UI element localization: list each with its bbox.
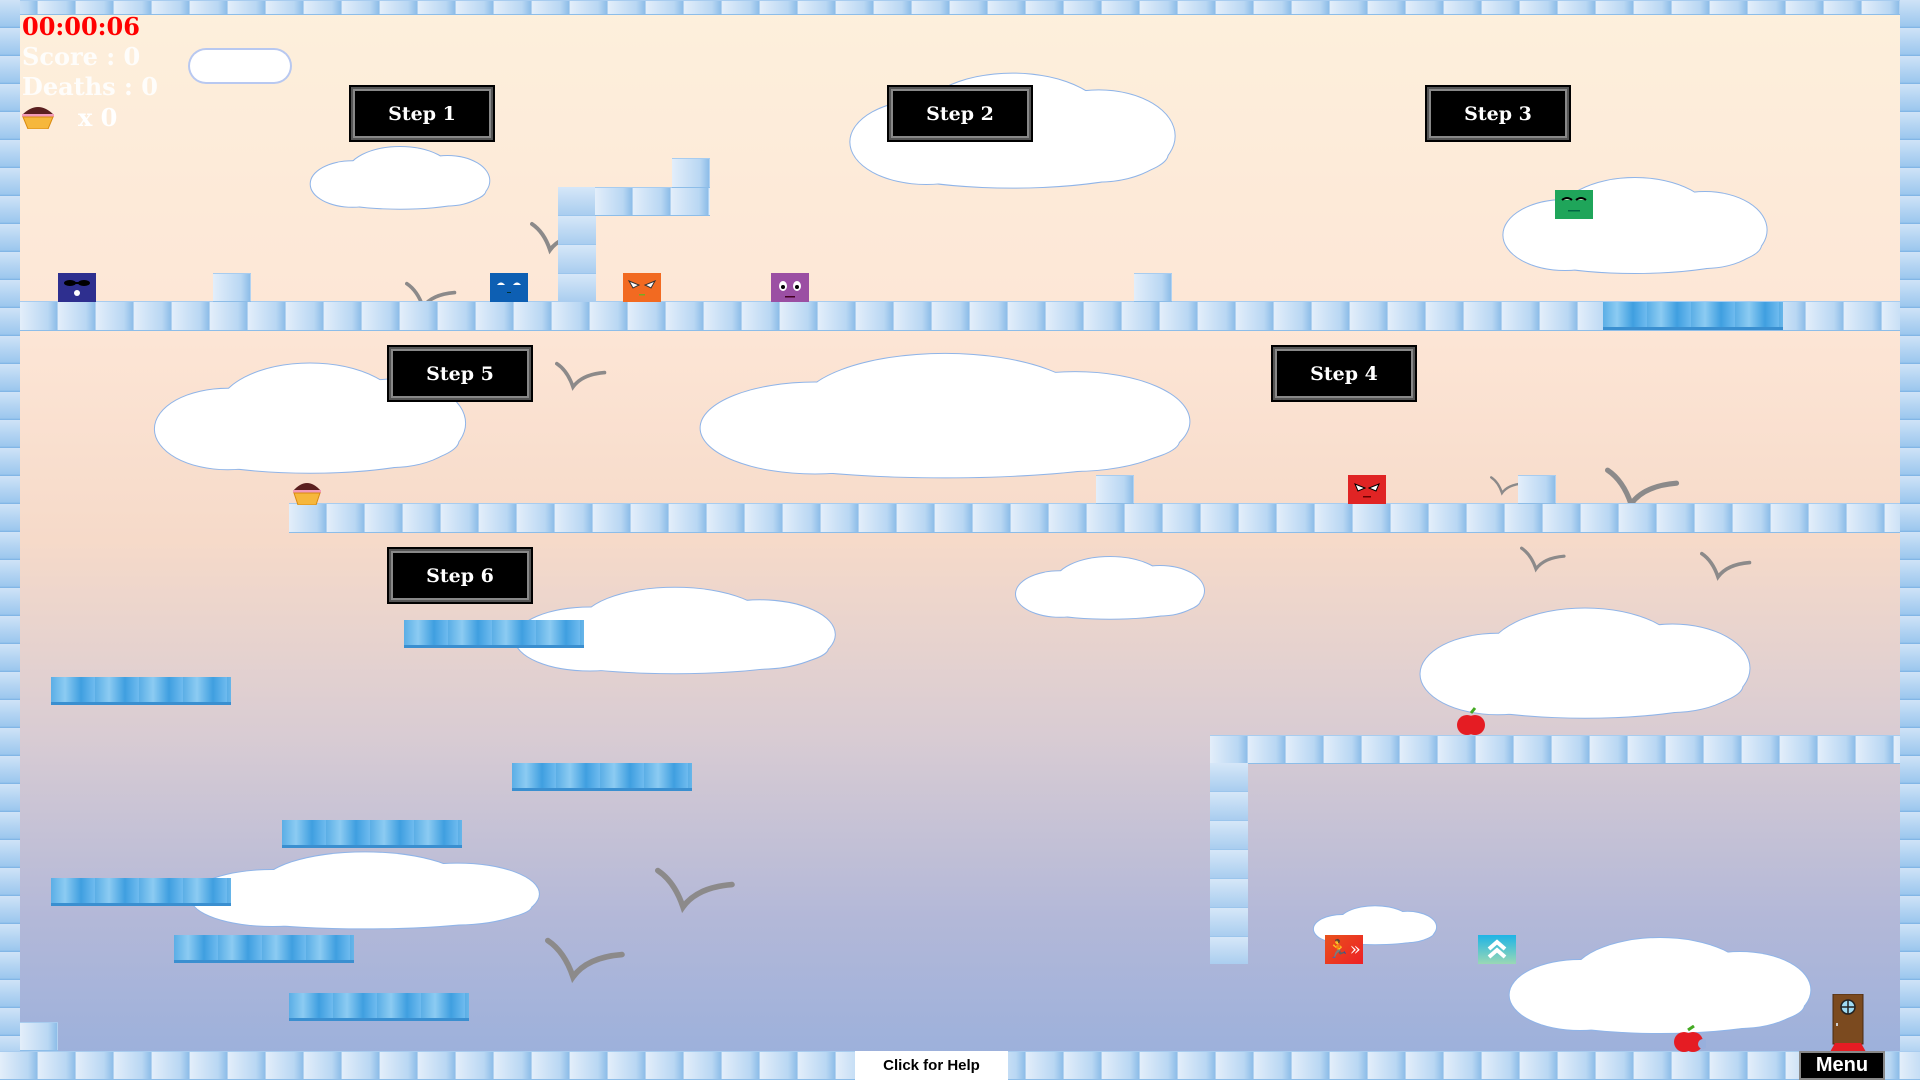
ledge xyxy=(595,187,710,216)
platform-row-3 xyxy=(1210,735,1900,764)
step-6-button[interactable]: Step 6 xyxy=(387,547,533,604)
block xyxy=(1096,475,1134,504)
help-button[interactable]: Click for Help xyxy=(855,1051,1008,1080)
cloud xyxy=(153,362,467,474)
bird-icon xyxy=(1520,546,1566,573)
cloud xyxy=(309,145,491,210)
water-platform xyxy=(51,677,231,705)
navy-sunglasses-character xyxy=(58,273,96,302)
speed-boost-icon: 🏃» xyxy=(1325,935,1363,964)
water-platform xyxy=(512,763,692,791)
purple-surprised-character xyxy=(771,273,809,302)
right-wall xyxy=(1900,0,1920,1080)
block xyxy=(1518,475,1556,504)
bird-icon xyxy=(1700,551,1752,581)
apple-pickup xyxy=(1455,707,1487,737)
platform-row-2 xyxy=(289,503,1900,533)
step-5-button[interactable]: Step 5 xyxy=(387,345,533,402)
step-3-button[interactable]: Step 3 xyxy=(1425,85,1571,142)
step-2-button[interactable]: Step 2 xyxy=(887,85,1033,142)
deaths-label: Deaths : 0 xyxy=(22,72,158,101)
timer: 00:00:06 xyxy=(22,12,140,41)
bird-icon xyxy=(545,937,625,984)
cloud xyxy=(514,586,836,675)
cloud xyxy=(1508,937,1812,1034)
apple-pickup xyxy=(1672,1024,1708,1053)
block xyxy=(20,1022,58,1051)
water-platform xyxy=(174,935,354,963)
block xyxy=(672,158,710,188)
green-bored-character xyxy=(1555,190,1593,219)
water-platform xyxy=(289,993,469,1021)
bird-icon xyxy=(655,867,735,914)
platform-row-1 xyxy=(20,301,1900,331)
cupcake-icon xyxy=(20,103,56,130)
block xyxy=(213,273,251,302)
water-platform xyxy=(404,620,584,648)
pillar xyxy=(558,187,596,302)
pillar xyxy=(1210,763,1248,964)
score-label: Score : 0 xyxy=(22,42,141,71)
block xyxy=(1134,273,1172,302)
hud-cloud xyxy=(190,50,290,82)
bird-icon xyxy=(555,361,607,391)
blue-sleepy-character xyxy=(490,273,528,302)
exit-door[interactable] xyxy=(1828,993,1868,1052)
bird-icon xyxy=(1490,476,1525,496)
cupcake-count: x 0 xyxy=(78,103,118,132)
left-wall xyxy=(0,0,20,1080)
cloud xyxy=(1419,607,1751,719)
top-wall xyxy=(0,0,1920,15)
cloud xyxy=(190,851,540,930)
cupcake-pickup xyxy=(289,479,325,506)
menu-button[interactable]: Menu xyxy=(1799,1051,1885,1080)
jump-boost-icon xyxy=(1478,935,1516,964)
water-block xyxy=(1603,302,1783,330)
red-angry-character xyxy=(1348,475,1386,504)
step-1-button[interactable]: Step 1 xyxy=(349,85,495,142)
cloud xyxy=(1502,177,1768,274)
water-platform xyxy=(282,820,462,848)
step-4-button[interactable]: Step 4 xyxy=(1271,345,1417,402)
orange-angry-character xyxy=(623,273,661,302)
water-platform xyxy=(51,878,231,906)
cloud xyxy=(1015,555,1205,620)
cloud xyxy=(699,352,1191,479)
